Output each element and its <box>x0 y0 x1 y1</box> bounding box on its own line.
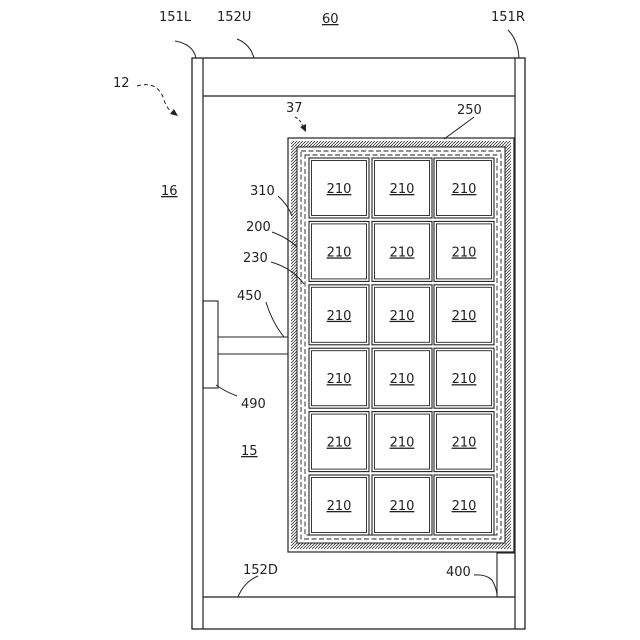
cell-label: 210 <box>327 309 352 324</box>
leader-152D <box>238 576 258 597</box>
cell-label: 210 <box>390 436 415 451</box>
label-12: 12 <box>113 76 130 91</box>
cell: 210 <box>434 475 494 535</box>
cell-label: 210 <box>390 372 415 387</box>
cell-label: 210 <box>327 245 352 260</box>
wall-mount <box>203 301 218 388</box>
cell-label: 210 <box>452 499 477 514</box>
cell: 210 <box>309 221 369 281</box>
leader-250 <box>444 117 474 139</box>
cell: 210 <box>372 221 432 281</box>
arrowhead-12 <box>170 109 178 116</box>
cell-label: 210 <box>327 182 352 197</box>
cell: 210 <box>372 348 432 408</box>
label-250: 250 <box>457 103 482 118</box>
arrowhead-37 <box>300 124 306 132</box>
cell-label: 210 <box>327 436 352 451</box>
cell: 210 <box>309 348 369 408</box>
cell: 210 <box>372 158 432 218</box>
leader-37 <box>295 117 303 127</box>
label-230: 230 <box>243 251 268 266</box>
leader-12 <box>137 85 175 114</box>
label-152D: 152D <box>243 563 278 578</box>
cell-label: 210 <box>452 182 477 197</box>
cell-label: 210 <box>327 372 352 387</box>
leader-310 <box>278 196 292 216</box>
base-block <box>497 553 515 597</box>
cell: 210 <box>309 285 369 345</box>
label-60: 60 <box>322 12 339 27</box>
leader-152U <box>237 39 254 58</box>
leader-151R <box>508 30 519 58</box>
cell: 210 <box>309 412 369 472</box>
label-37: 37 <box>286 101 303 116</box>
label-490: 490 <box>241 397 266 412</box>
cell: 210 <box>372 475 432 535</box>
cell-label: 210 <box>390 182 415 197</box>
label-200: 200 <box>246 220 271 235</box>
leader-151L <box>175 41 196 58</box>
cell: 210 <box>372 412 432 472</box>
leader-400 <box>474 575 497 594</box>
cell-label: 210 <box>390 499 415 514</box>
cell-label: 210 <box>452 372 477 387</box>
label-15: 15 <box>241 444 258 459</box>
cell: 210 <box>434 285 494 345</box>
cell: 210 <box>309 475 369 535</box>
cell: 210 <box>434 158 494 218</box>
cell-label: 210 <box>390 245 415 260</box>
leader-450 <box>266 302 284 337</box>
label-151L: 151L <box>159 10 192 25</box>
cell-label: 210 <box>452 309 477 324</box>
label-151R: 151R <box>491 10 525 25</box>
label-310: 310 <box>250 184 275 199</box>
cell: 210 <box>434 348 494 408</box>
label-152U: 152U <box>217 10 251 25</box>
label-16: 16 <box>161 184 178 199</box>
cell-label: 210 <box>452 245 477 260</box>
cell-label: 210 <box>452 436 477 451</box>
cell: 210 <box>434 221 494 281</box>
cell-grid: 210 210 210 210 210 210 210 210 210 210 210 210 210 2… <box>309 158 494 535</box>
cell: 210 <box>309 158 369 218</box>
leader-490 <box>216 385 237 396</box>
cell-label: 210 <box>327 499 352 514</box>
cell: 210 <box>434 412 494 472</box>
label-450: 450 <box>237 289 262 304</box>
cell-label: 210 <box>390 309 415 324</box>
cell: 210 <box>372 285 432 345</box>
label-400: 400 <box>446 565 471 580</box>
